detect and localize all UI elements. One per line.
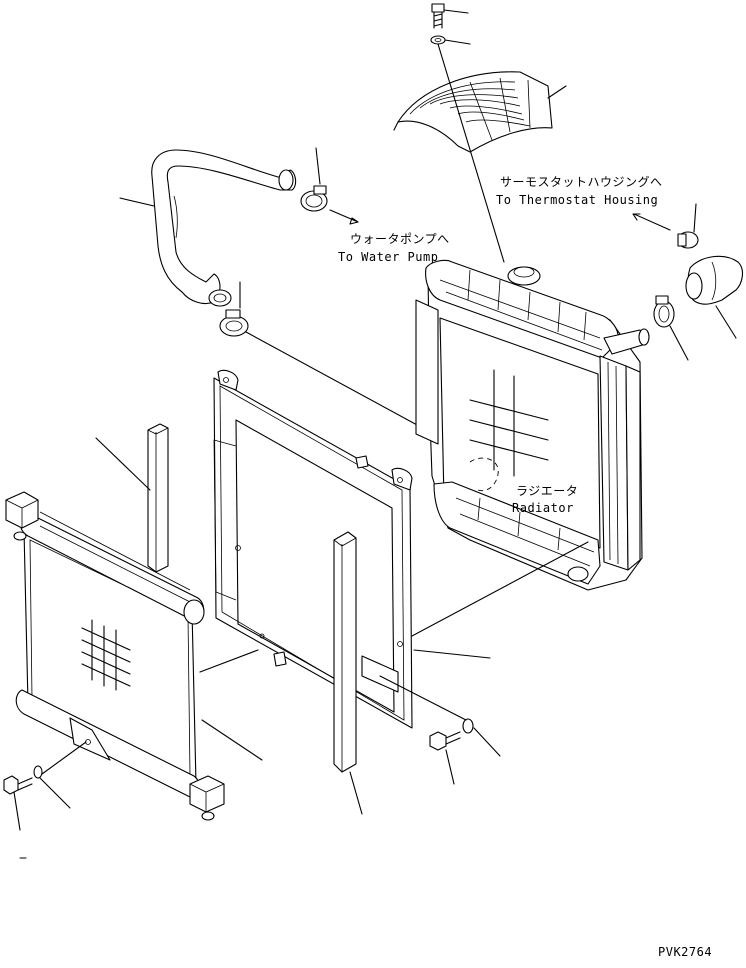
hose-clamp-right-lower: [653, 295, 689, 361]
hose-clamp-lower: [219, 281, 431, 433]
fan-shroud: [393, 71, 567, 153]
cap-leader-line: [437, 43, 505, 263]
drawing-code: PVK2764: [658, 945, 713, 959]
seal-strip-front: [333, 531, 363, 815]
water-pump-label-en: To Water Pump: [338, 250, 439, 264]
top-bolt: [431, 3, 469, 29]
hose-clamp-right-upper: [677, 203, 699, 249]
radiator-label-en: Radiator: [512, 501, 574, 515]
hose-clamp-upper: [300, 147, 328, 212]
arrow-to-water-pump: [329, 209, 359, 225]
thermostat-label-en: To Thermostat Housing: [496, 193, 659, 207]
bolt-right: [379, 675, 501, 785]
radiator: [415, 259, 650, 591]
radiator-label-jp: ラジエータ: [516, 484, 579, 498]
support-frame: [213, 369, 589, 729]
oil-cooler: [5, 491, 263, 821]
arrow-to-thermostat: [632, 213, 671, 231]
thermostat-label-jp: サーモスタットハウジングへ: [500, 175, 663, 189]
lower-hose-short: [685, 255, 744, 339]
water-pump-label-jp: ウォータポンプへ: [350, 232, 450, 246]
seal-strip-rear: [95, 423, 169, 573]
upper-hose: [119, 149, 297, 307]
bolt-left: [3, 741, 87, 859]
top-washer: [430, 35, 471, 45]
